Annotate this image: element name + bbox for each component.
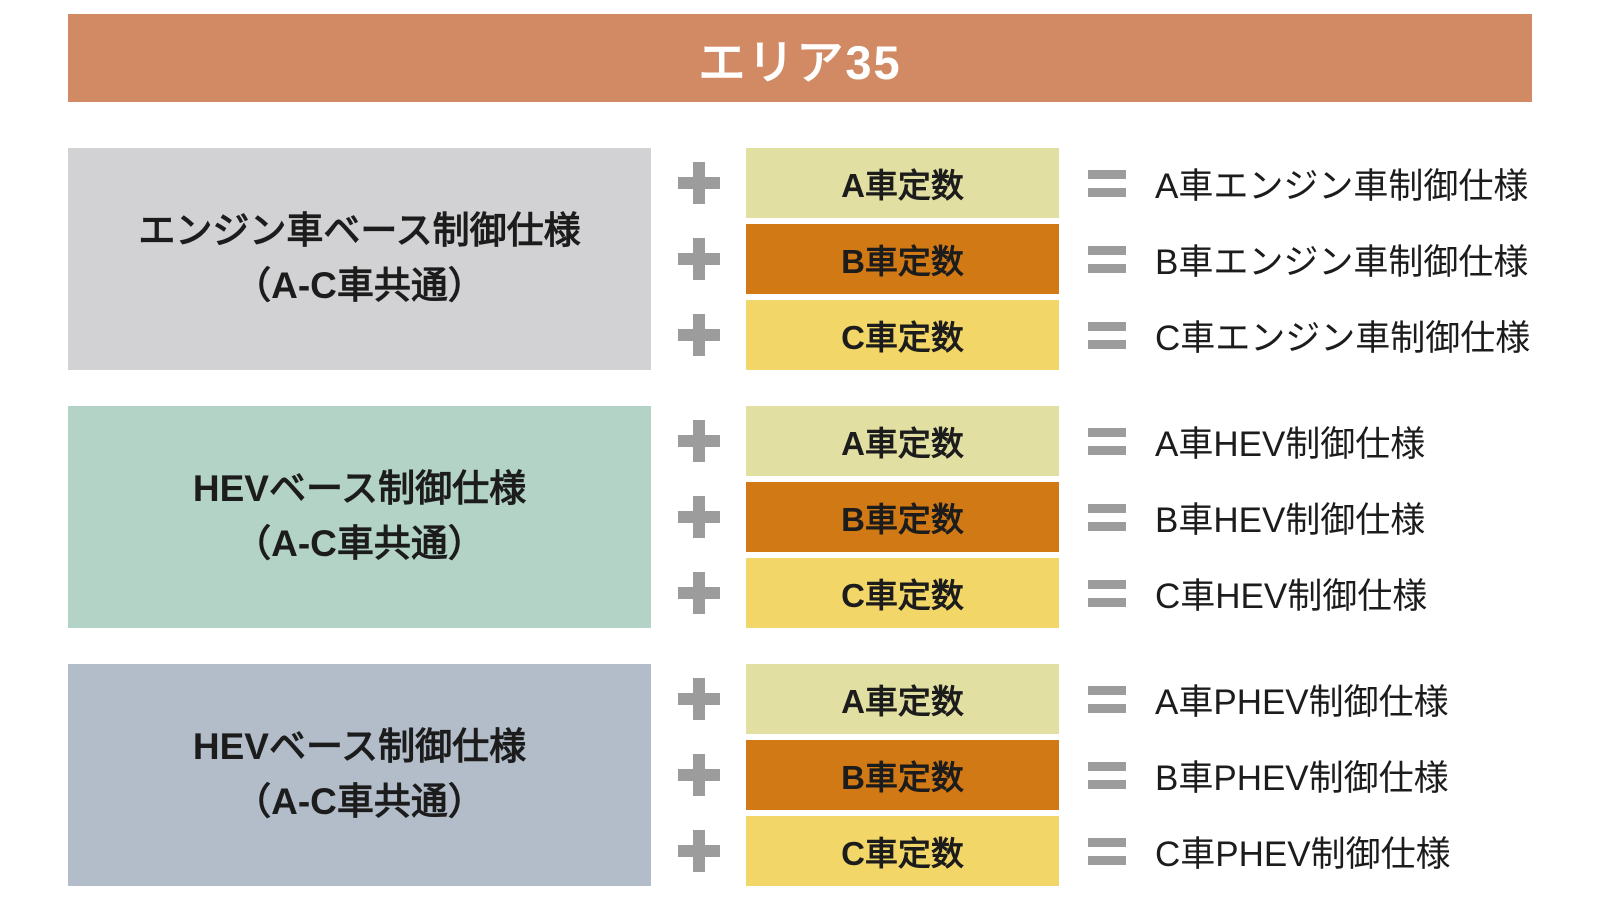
formula-row: B車定数 B車HEV制御仕様 [651,482,1532,552]
base-spec-title: HEVベース制御仕様 [192,726,527,768]
constant-box: C車定数 [746,558,1059,628]
page: エリア35 エンジン車ベース制御仕様 （A-C車共通） A車定数 A車エンジン車制御仕… [0,14,1600,914]
constant-box: A車定数 [746,406,1059,476]
equals-cell [1059,837,1155,865]
plus-icon [677,420,720,462]
equals-cell [1059,321,1155,349]
base-spec-box: エンジン車ベース制御仕様 （A-C車共通） [68,148,651,370]
plus-cell [651,572,746,614]
constant-label: A車定数 [841,683,964,720]
base-spec-box: HEVベース制御仕様 （A-C車共通） [68,664,651,886]
equals-cell [1059,427,1155,455]
formula-rows: A車定数 A車HEV制御仕様 B車定数 B車HEV制御仕様 C車定数 C車HEV制御仕様 [651,406,1532,628]
plus-icon [677,678,720,720]
equals-icon [1088,579,1126,607]
result-label: B車HEV制御仕様 [1155,500,1426,540]
formula-row: C車定数 C車HEV制御仕様 [651,558,1532,628]
equals-icon [1088,169,1126,197]
equals-cell [1059,579,1155,607]
plus-icon [677,162,720,204]
equals-icon [1088,245,1126,273]
formula-row: B車定数 B車PHEV制御仕様 [651,740,1532,810]
base-spec-subtitle: （A-C車共通） [234,523,485,564]
formula-row: A車定数 A車PHEV制御仕様 [651,664,1532,734]
plus-cell [651,238,746,280]
plus-icon [677,314,720,356]
plus-icon [677,754,720,796]
formula-row: B車定数 B車エンジン車制御仕様 [651,224,1532,294]
equals-icon [1088,321,1126,349]
constant-box: B車定数 [746,482,1059,552]
plus-icon [677,238,720,280]
constant-label: B車定数 [841,501,964,538]
plus-cell [651,162,746,204]
equals-icon [1088,761,1126,789]
equals-cell [1059,685,1155,713]
equals-icon [1088,837,1126,865]
constant-label: B車定数 [841,243,964,280]
plus-cell [651,496,746,538]
equals-icon [1088,503,1126,531]
equals-cell [1059,169,1155,197]
equals-cell [1059,245,1155,273]
base-spec-title: エンジン車ベース制御仕様 [138,210,581,252]
constant-box: B車定数 [746,740,1059,810]
plus-icon [677,572,720,614]
plus-icon [677,496,720,538]
equals-icon [1088,685,1126,713]
formula-row: C車定数 C車PHEV制御仕様 [651,816,1532,886]
base-spec-subtitle: （A-C車共通） [234,265,485,306]
constant-box: A車定数 [746,148,1059,218]
formula-row: C車定数 C車エンジン車制御仕様 [651,300,1532,370]
plus-cell [651,420,746,462]
result-label: B車エンジン車制御仕様 [1155,242,1529,282]
constant-label: A車定数 [841,425,964,462]
constant-label: C車定数 [841,577,964,614]
equals-icon [1088,427,1126,455]
constant-box: C車定数 [746,816,1059,886]
result-label: C車HEV制御仕様 [1155,576,1428,616]
constant-label: C車定数 [841,835,964,872]
header-banner: エリア35 [68,14,1532,102]
spec-group: HEVベース制御仕様 （A-C車共通） A車定数 A車HEV制御仕様 B車定数 B車HEV… [68,406,1532,628]
formula-rows: A車定数 A車PHEV制御仕様 B車定数 B車PHEV制御仕様 C車定数 C車PHEV制御… [651,664,1532,886]
equals-cell [1059,761,1155,789]
constant-label: C車定数 [841,319,964,356]
formula-row: A車定数 A車HEV制御仕様 [651,406,1532,476]
result-label: A車PHEV制御仕様 [1155,682,1449,722]
plus-icon [677,830,720,872]
base-spec-box: HEVベース制御仕様 （A-C車共通） [68,406,651,628]
result-label: C車PHEV制御仕様 [1155,834,1451,874]
constant-label: A車定数 [841,167,964,204]
result-label: B車PHEV制御仕様 [1155,758,1449,798]
plus-cell [651,830,746,872]
formula-rows: A車定数 A車エンジン車制御仕様 B車定数 B車エンジン車制御仕様 C車定数 C車エンジン… [651,148,1532,370]
plus-cell [651,314,746,356]
base-spec-subtitle: （A-C車共通） [234,781,485,822]
plus-cell [651,678,746,720]
constant-box: A車定数 [746,664,1059,734]
spec-group: HEVベース制御仕様 （A-C車共通） A車定数 A車PHEV制御仕様 B車定数 B車PH… [68,664,1532,886]
constant-box: C車定数 [746,300,1059,370]
plus-cell [651,754,746,796]
page-title: エリア35 [698,35,902,89]
formula-row: A車定数 A車エンジン車制御仕様 [651,148,1532,218]
result-label: C車エンジン車制御仕様 [1155,318,1531,358]
result-label: A車HEV制御仕様 [1155,424,1426,464]
base-spec-title: HEVベース制御仕様 [192,468,527,510]
constant-label: B車定数 [841,759,964,796]
constant-box: B車定数 [746,224,1059,294]
result-label: A車エンジン車制御仕様 [1155,166,1529,206]
equals-cell [1059,503,1155,531]
